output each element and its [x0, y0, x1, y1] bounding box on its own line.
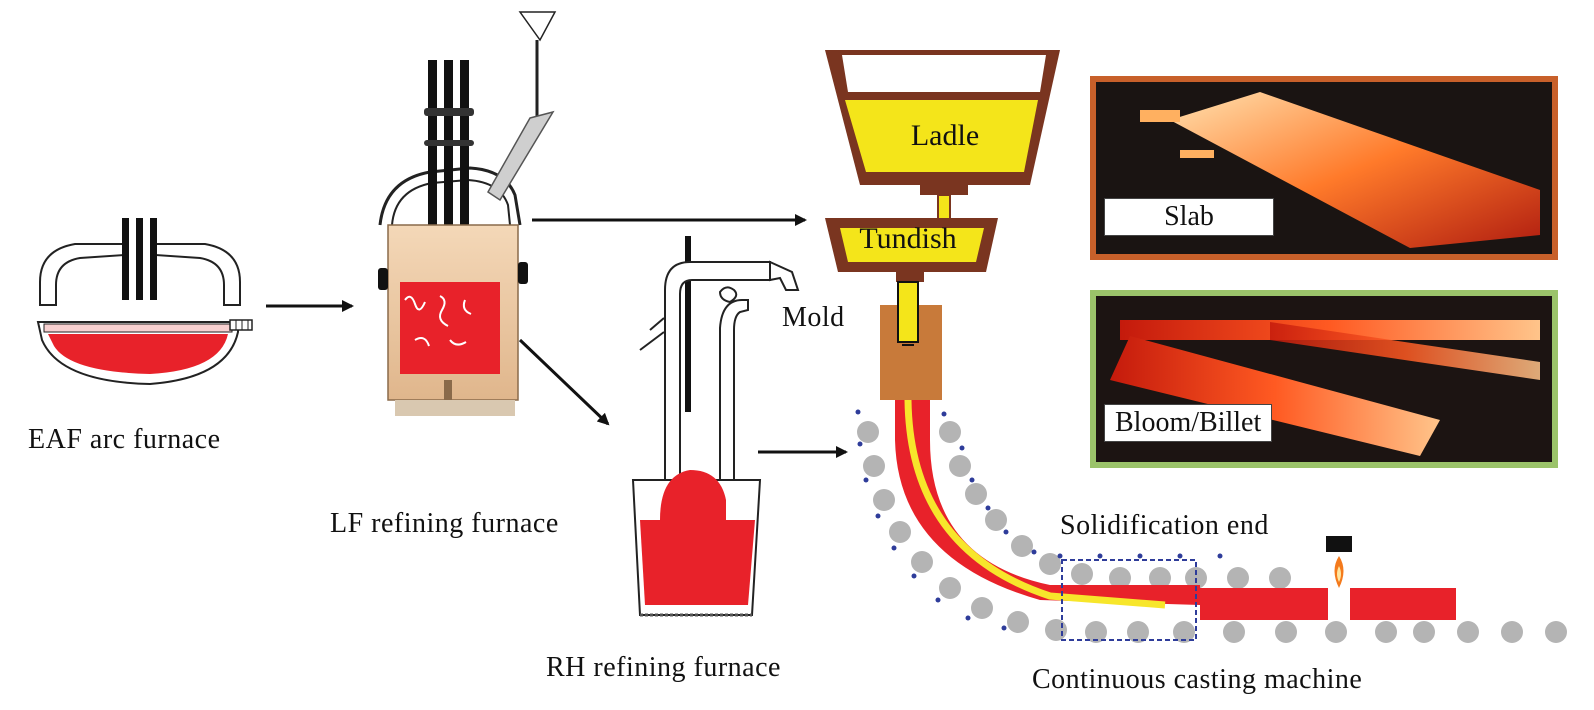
- solidification-end-label: Solidification end: [1060, 510, 1269, 541]
- ladle: [825, 50, 1060, 226]
- ladle-label: Ladle: [911, 119, 979, 152]
- flow-arrows: [266, 214, 848, 458]
- eaf-label: EAF arc furnace: [28, 424, 221, 455]
- lf-label: LF refining furnace: [330, 508, 559, 539]
- mold: [880, 281, 942, 400]
- rh-refining-furnace: [631, 236, 800, 617]
- tundish-label: Tundish: [859, 222, 956, 255]
- eaf-arc-furnace: [36, 218, 253, 386]
- lf-refining-furnace: [378, 11, 557, 416]
- rh-label: RH refining furnace: [546, 652, 781, 683]
- ccm-label: Continuous casting machine: [1032, 664, 1363, 695]
- casting-strand: [855, 399, 1567, 643]
- arrow-lf-to-rh: [518, 338, 610, 426]
- tundish: [825, 218, 998, 282]
- cutting-torch-icon: [1326, 536, 1352, 588]
- bloom-billet-label: Bloom/Billet: [1104, 404, 1273, 442]
- slab-label: Slab: [1104, 198, 1274, 236]
- billet-photo: [1090, 290, 1558, 468]
- mold-label: Mold: [782, 302, 845, 333]
